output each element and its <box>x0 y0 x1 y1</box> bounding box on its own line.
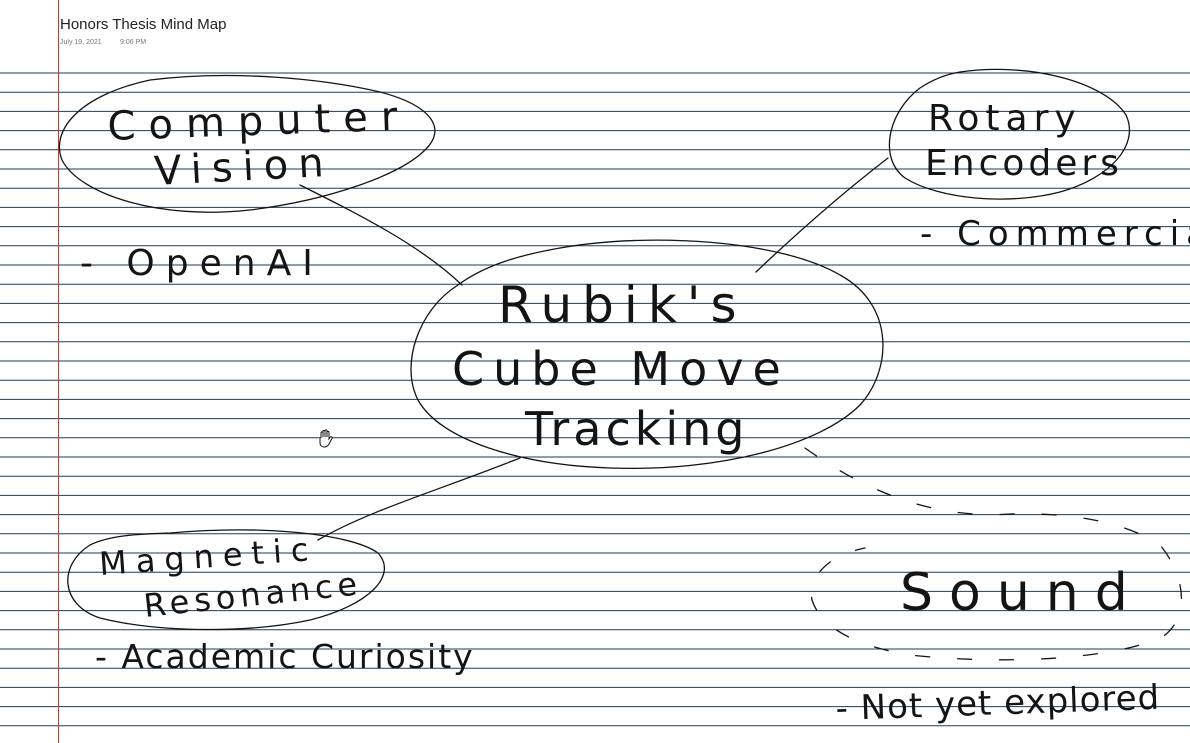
connector-vision-center <box>299 184 463 286</box>
rotary-encoders-note: - Commercial <box>920 214 1190 254</box>
page-time: 9:06 PM <box>120 39 147 46</box>
magnetic-resonance-note: - Academic Curiosity <box>95 637 475 676</box>
computer-vision-note: - OpenAI <box>80 243 324 284</box>
connector-encoders-center <box>755 157 889 273</box>
center-label-1: Rubik's <box>498 276 747 334</box>
computer-vision-label-2: Vision <box>153 140 335 195</box>
rotary-encoders-label-2: Encoders <box>925 143 1123 184</box>
sound-label: Sound <box>900 563 1144 623</box>
page-date: July 19, 2021 <box>60 39 102 46</box>
hand-grab-icon <box>319 429 333 448</box>
magnetic-resonance-oval <box>67 529 385 631</box>
center-label-2: Cube Move <box>452 342 790 396</box>
rotary-encoders-oval <box>888 68 1131 200</box>
center-oval <box>410 239 884 470</box>
margin-line <box>58 0 59 743</box>
rotary-encoders-label-1: Rotary <box>928 98 1082 139</box>
sound-oval-dashed <box>804 447 1183 661</box>
connector-resonance-center <box>317 457 521 541</box>
computer-vision-label-1: Computer <box>107 93 411 150</box>
computer-vision-oval <box>58 74 436 213</box>
center-label-3: Tracking <box>524 402 749 456</box>
page-title[interactable]: Honors Thesis Mind Map <box>60 16 227 33</box>
sound-note: - Not yet explored <box>835 678 1161 729</box>
